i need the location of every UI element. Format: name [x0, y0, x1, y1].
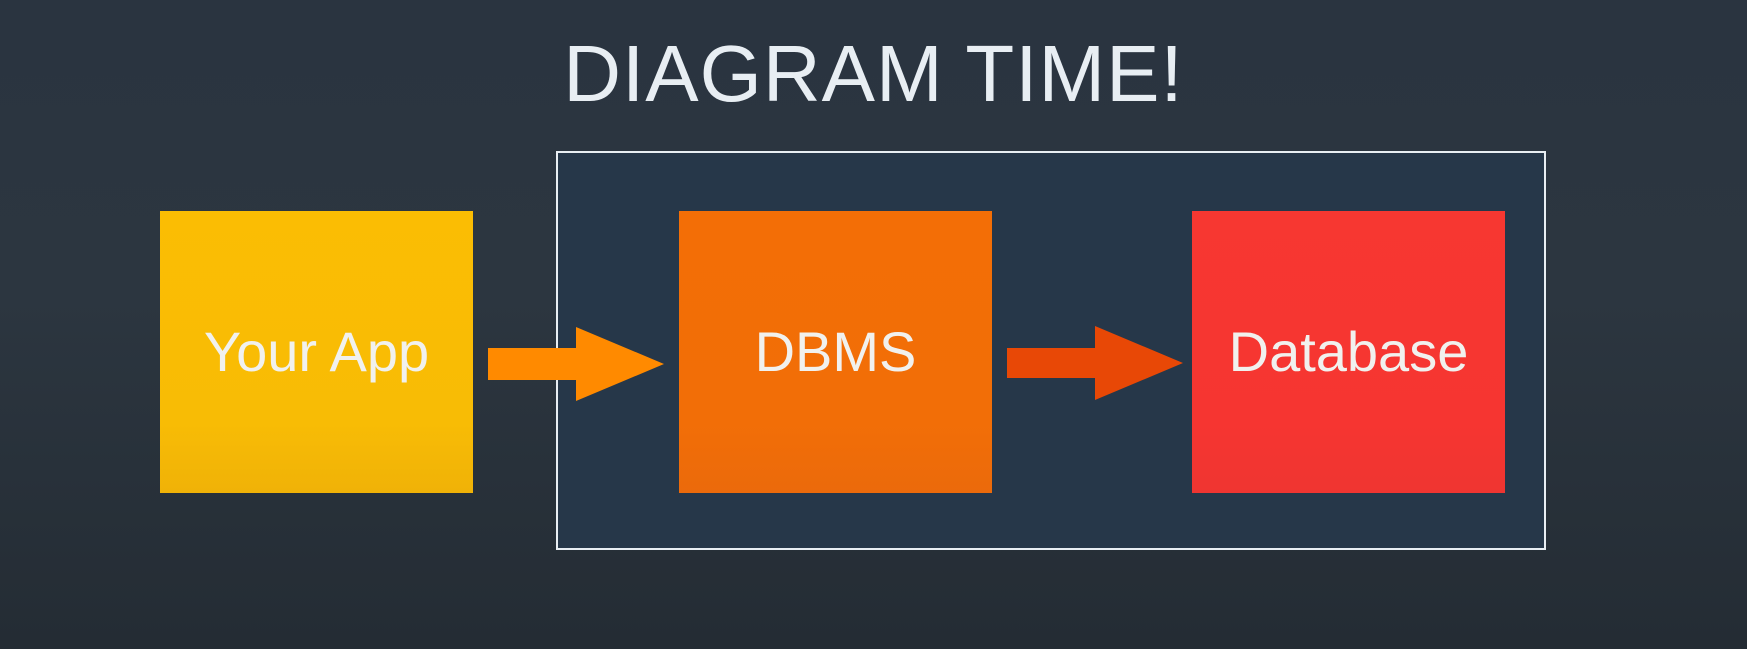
diagram-title: DIAGRAM TIME!: [563, 29, 1184, 118]
database-label: Database: [1228, 320, 1469, 383]
database-block: Database: [1192, 211, 1505, 493]
app-to-dbms-arrow: [488, 327, 664, 401]
dbms-block: DBMS: [679, 211, 992, 493]
your-app-label: Your App: [203, 320, 430, 383]
dbms-label: DBMS: [754, 320, 917, 383]
your-app-block: Your App: [160, 211, 473, 493]
app-to-dbms-arrow-shape: [488, 327, 664, 401]
dbms-to-database-arrow: [1007, 326, 1183, 400]
dbms-to-database-arrow-shape: [1007, 326, 1183, 400]
